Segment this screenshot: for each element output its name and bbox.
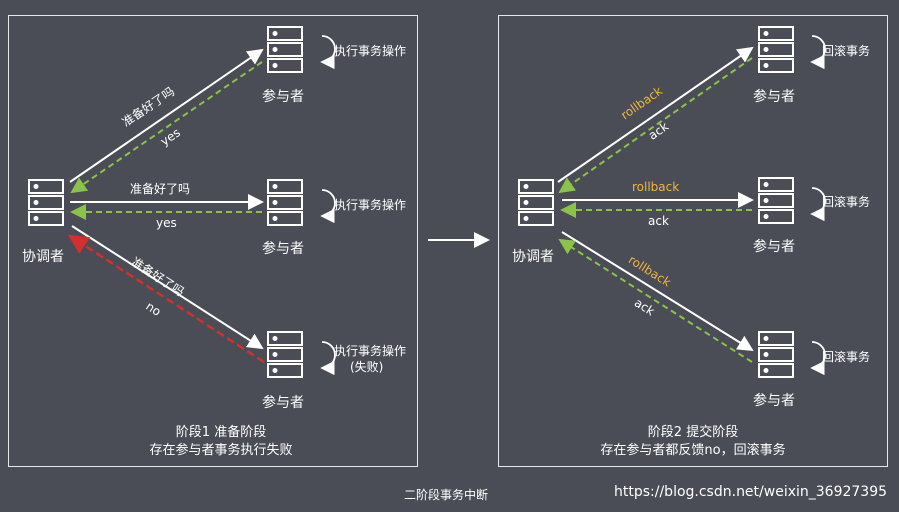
rollback-arrow-1 bbox=[557, 46, 754, 183]
participant-server-icon-left-2 bbox=[267, 179, 303, 226]
ack-label-2: ack bbox=[648, 214, 669, 228]
action-label-right-1: 回滚事务 bbox=[822, 44, 871, 58]
self-loop-left-1 bbox=[320, 35, 336, 70]
ack-arrow-1 bbox=[558, 57, 753, 194]
self-loop-left-3 bbox=[320, 341, 336, 376]
participant-label-left-2: 参与者 bbox=[262, 241, 304, 257]
participant-label-left-3: 参与者 bbox=[262, 395, 304, 411]
request-label-2: 准备好了吗 bbox=[130, 182, 191, 196]
request-arrow-3 bbox=[71, 225, 264, 350]
action-label-left-1: 执行事务操作 bbox=[334, 44, 407, 58]
watermark: https://blog.csdn.net/weixin_36927395 bbox=[614, 484, 888, 500]
left-panel bbox=[8, 15, 418, 467]
reply-label-2: yes bbox=[156, 216, 177, 230]
right-panel bbox=[498, 15, 888, 467]
action-label-left-3: 执行事务操作 bbox=[334, 344, 407, 358]
fail-note: (失败) bbox=[350, 360, 384, 374]
diagram-title: 二阶段事务中断 bbox=[404, 488, 489, 502]
participant-label-right-2: 参与者 bbox=[753, 239, 795, 255]
left-caption-line-2: 存在参与者事务执行失败 bbox=[149, 443, 293, 458]
participant-server-icon-left-1 bbox=[267, 26, 303, 73]
self-loop-right-3 bbox=[810, 341, 826, 376]
participant-label-right-1: 参与者 bbox=[753, 89, 795, 105]
coordinator-label-left: 协调者 bbox=[22, 249, 64, 265]
request-arrow-1 bbox=[69, 48, 264, 183]
action-label-right-2: 回滚事务 bbox=[822, 195, 871, 209]
left-caption-line-1: 阶段1 准备阶段 bbox=[175, 425, 267, 440]
rollback-label-2: rollback bbox=[632, 180, 680, 194]
rollback-arrow-3 bbox=[561, 231, 754, 352]
action-label-left-2: 执行事务操作 bbox=[334, 198, 407, 212]
right-caption-line-1: 阶段2 提交阶段 bbox=[647, 425, 739, 440]
action-label-right-3: 回滚事务 bbox=[822, 350, 871, 364]
self-loop-right-2 bbox=[810, 187, 826, 222]
coordinator-label-right: 协调者 bbox=[512, 249, 554, 265]
participant-server-icon-left-3 bbox=[267, 331, 303, 378]
self-loop-right-1 bbox=[810, 35, 826, 70]
reply-arrow-3 bbox=[67, 234, 265, 364]
ack-arrow-3 bbox=[558, 238, 753, 363]
self-loop-left-2 bbox=[320, 189, 336, 224]
participant-server-icon-right-1 bbox=[758, 26, 794, 73]
participant-label-right-3: 参与者 bbox=[753, 393, 795, 409]
right-caption: 阶段2 提交阶段 存在参与者都反馈no，回滚事务 bbox=[563, 424, 823, 460]
participant-label-left-1: 参与者 bbox=[262, 89, 304, 105]
right-caption-line-2: 存在参与者都反馈no，回滚事务 bbox=[600, 443, 786, 458]
coordinator-server-icon-right bbox=[518, 179, 554, 226]
left-caption: 阶段1 准备阶段 存在参与者事务执行失败 bbox=[91, 424, 351, 460]
participant-server-icon-right-2 bbox=[758, 177, 794, 224]
participant-server-icon-right-3 bbox=[758, 331, 794, 378]
reply-arrow-1 bbox=[70, 61, 263, 194]
coordinator-server-icon-left bbox=[28, 179, 64, 226]
